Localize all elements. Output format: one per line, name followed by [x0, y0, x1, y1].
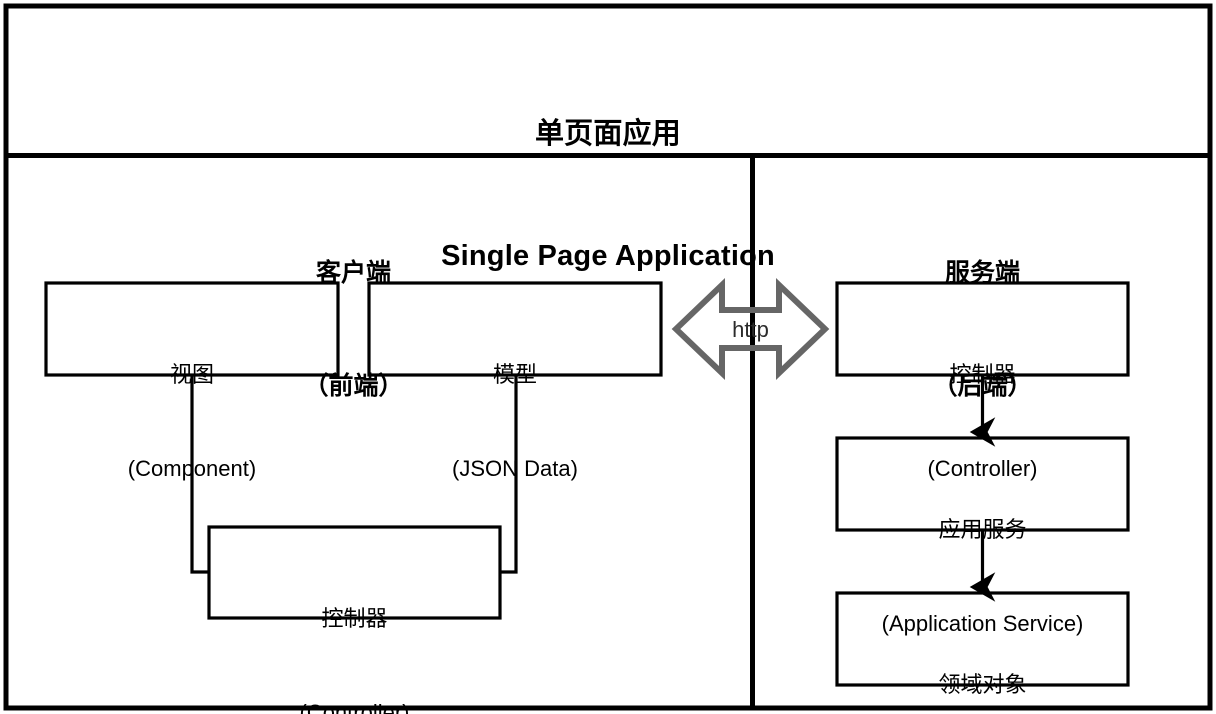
- box-domain-object-label: 领域对象 (Domain Object): [837, 607, 1128, 714]
- box-view: [44, 281, 340, 377]
- box-client-controller-label: 控制器 (Controller): [209, 541, 500, 714]
- box-model: [367, 281, 663, 377]
- box-model-label-cn: 模型: [492, 362, 537, 388]
- section-heading-client-en: （前端）: [303, 371, 404, 400]
- page-title: 单页面应用 Single Page Application: [6, 38, 1210, 353]
- section-heading-server: 服务端 （后端）: [837, 180, 1128, 480]
- box-server-controller: [835, 281, 1130, 377]
- box-server-controller-label-cn: 控制器: [949, 362, 1016, 388]
- section-heading-client-cn: 客户端: [315, 259, 391, 287]
- box-client-controller: [207, 525, 502, 620]
- box-client-controller-label-en: (Controller): [299, 700, 410, 714]
- box-domain-object: [835, 591, 1130, 687]
- box-server-controller-label-en: (Controller): [927, 456, 1038, 482]
- box-application-service: [835, 436, 1130, 532]
- box-server-controller-label: 控制器 (Controller): [837, 297, 1128, 547]
- box-model-label: 模型 (JSON Data): [369, 297, 661, 547]
- http-arrow-shape: [671, 277, 830, 381]
- box-client-controller-label-cn: 控制器: [321, 606, 388, 632]
- box-domain-object-label-cn: 领域对象: [938, 672, 1027, 698]
- page-title-en: Single Page Application: [441, 239, 775, 272]
- box-view-label-en: (Component): [127, 456, 257, 482]
- box-application-service-label: 应用服务 (Application Service): [837, 452, 1128, 702]
- section-heading-client: 客户端 （前端）: [46, 180, 661, 480]
- page-title-cn: 单页面应用: [534, 118, 681, 150]
- connector-model-to-controller: [500, 375, 518, 574]
- connector-view-to-controller: [190, 375, 209, 574]
- http-arrow-label: http: [732, 317, 769, 342]
- section-heading-server-en: （后端）: [932, 371, 1033, 400]
- box-application-service-label-cn: 应用服务: [938, 517, 1027, 543]
- box-view-label-cn: 视图: [169, 362, 214, 388]
- box-model-label-en: (JSON Data): [452, 456, 578, 482]
- section-heading-server-cn: 服务端: [944, 259, 1020, 287]
- box-application-service-label-en: (Application Service): [881, 611, 1084, 637]
- outer-frame: [3, 3, 1213, 711]
- box-view-label: 视图 (Component): [46, 297, 338, 547]
